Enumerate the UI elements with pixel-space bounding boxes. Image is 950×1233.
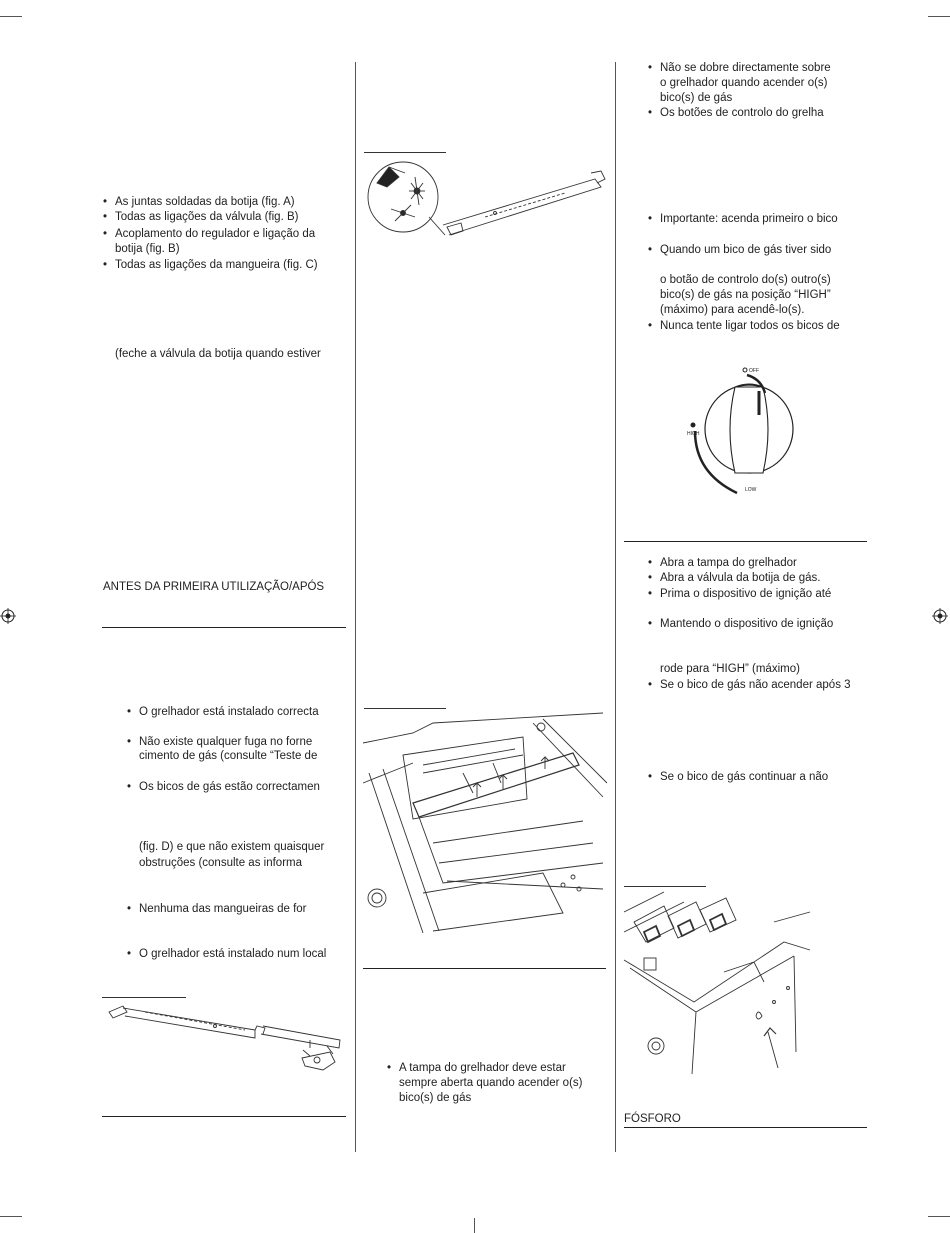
column-divider xyxy=(355,62,356,1152)
figure-caption-rule xyxy=(102,997,186,998)
knob-off-label: OFF xyxy=(749,368,759,374)
list-item-continuation: rode para “HIGH” (máximo) xyxy=(660,663,800,675)
section-rule xyxy=(363,968,606,969)
list-item: Nunca tente ligar todos os bicos de xyxy=(648,319,840,334)
section-rule xyxy=(624,541,867,542)
list-item: Os bicos de gás estão correctamen xyxy=(127,780,320,795)
crop-mark-icon xyxy=(928,16,950,17)
figure-caption-rule xyxy=(364,708,446,709)
registration-mark-icon xyxy=(932,608,948,624)
list-item: O grelhador está instalado num local xyxy=(127,947,326,962)
list-item-continuation: bico(s) de gás xyxy=(660,92,733,104)
list-item: Nenhuma das mangueiras de for xyxy=(127,902,306,917)
list-item: Quando um bico de gás tiver sido xyxy=(648,243,831,258)
section-heading: FÓSFORO xyxy=(624,1113,681,1125)
list-item-continuation: o botão de controlo do(s) outro(s) xyxy=(660,274,831,286)
knob-high-label: HIGH xyxy=(687,431,700,437)
list-item: As juntas soldadas da botija (fig. A) xyxy=(103,195,295,210)
list-item: Os botões de controlo do grelha xyxy=(648,106,824,121)
list-item: Não se dobre directamente sobre xyxy=(648,61,831,76)
list-item: Se o bico de gás continuar a não xyxy=(648,770,828,785)
control-knob-icon: OFF HIGH LOW xyxy=(687,367,794,495)
list-item: A tampa do grelhador deve estar xyxy=(387,1061,566,1076)
list-item-continuation: cimento de gás (consulte “Teste de xyxy=(139,750,318,762)
crop-mark-icon xyxy=(0,16,22,17)
knob-low-label: LOW xyxy=(745,487,757,493)
figure-caption-rule xyxy=(364,152,446,153)
list-item-continuation: botija (fig. B) xyxy=(115,243,180,255)
registration-mark-icon xyxy=(0,608,16,624)
list-item-continuation: o grelhador quando acender o(s) xyxy=(660,77,828,89)
list-item-continuation: bico(s) de gás xyxy=(399,1092,472,1104)
section-heading: ANTES DA PRIMEIRA UTILIZAÇÃO/APÓS xyxy=(103,581,325,593)
list-item: O grelhador está instalado correcta xyxy=(127,705,319,720)
match-lighting-illustration xyxy=(623,891,811,1075)
section-rule xyxy=(624,1127,867,1128)
crop-mark-icon xyxy=(0,1216,22,1217)
burner-tube-illustration xyxy=(108,1005,341,1071)
crop-mark-icon xyxy=(474,1218,475,1233)
spider-insect-illustration xyxy=(367,161,606,236)
list-item: Abra a tampa do grelhador xyxy=(648,556,797,571)
section-rule xyxy=(102,627,346,628)
list-item: Todas as ligações da mangueira (fig. C) xyxy=(103,258,318,273)
column-divider xyxy=(615,62,616,1152)
list-item: Se o bico de gás não acender após 3 xyxy=(648,678,851,693)
list-item: Importante: acenda primeiro o bico xyxy=(648,212,838,227)
list-item: Não existe qualquer fuga no forne xyxy=(127,735,312,750)
figure-caption-rule xyxy=(624,886,706,887)
list-item-continuation: obstruções (consulte as informa xyxy=(139,857,302,869)
section-rule xyxy=(102,1116,346,1117)
list-item-continuation: sempre aberta quando acender o(s) xyxy=(399,1077,583,1089)
list-item: Acoplamento do regulador e ligação da xyxy=(103,227,315,242)
list-item: Todas as ligações da válvula (fig. B) xyxy=(103,210,298,225)
list-item-continuation: bico(s) de gás na posição “HIGH” xyxy=(660,289,831,301)
crop-mark-icon xyxy=(928,1216,950,1217)
list-item: Mantendo o dispositivo de ignição xyxy=(648,617,833,632)
list-item-continuation: (máximo) para acendê-lo(s). xyxy=(660,304,805,316)
close-valve-note: (feche a válvula da botija quando estive… xyxy=(115,348,321,360)
grill-burner-illustration xyxy=(362,712,608,934)
list-item-continuation: (fig. D) e que não existem quaisquer xyxy=(139,841,325,853)
list-item: Prima o dispositivo de ignição até xyxy=(648,587,831,602)
list-item: Abra a válvula da botija de gás. xyxy=(648,571,821,586)
